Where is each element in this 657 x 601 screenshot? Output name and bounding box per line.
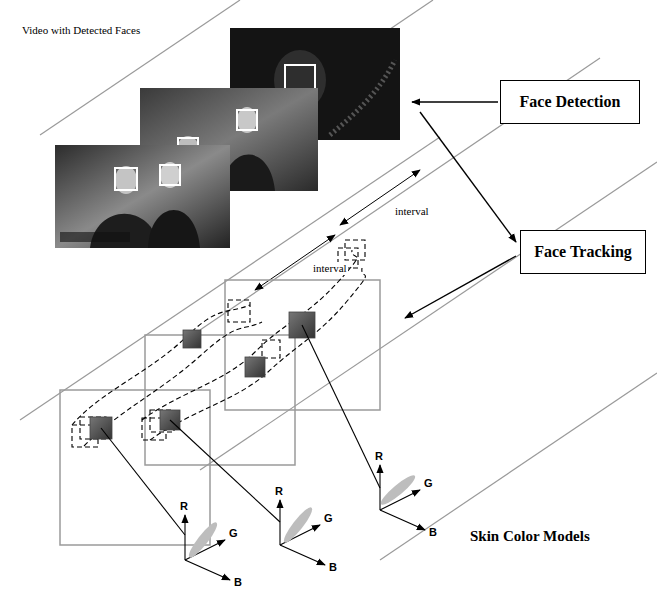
color-clusters [186,472,419,560]
process-box: Face Detection [500,80,640,124]
interval-arrows [255,170,420,290]
axis-label: B [329,561,337,574]
band-lines [20,0,657,560]
axis-label: R [275,485,283,498]
axis-label: G [229,527,238,540]
color-axes [185,465,425,580]
axis-label: R [375,450,383,463]
box-label: Face Detection [520,93,621,111]
process-box: Face Tracking [520,230,646,274]
axis-label: G [324,512,333,525]
interval-label: interval [312,262,348,275]
tracked-faces [90,312,315,439]
axis-label: B [429,526,437,539]
leader-lines [101,325,380,535]
axis-label: B [234,576,242,589]
video-frames [55,28,400,248]
axis-label: R [180,500,188,513]
section-label: Skin Color Models [470,528,590,545]
interval-label: interval [394,205,430,218]
tracking-panels [60,280,380,545]
axis-label: G [424,477,433,490]
box-label: Face Tracking [534,243,632,261]
frame-caption: Video with Detected Faces [22,24,140,37]
tracking-tubes [72,240,366,447]
